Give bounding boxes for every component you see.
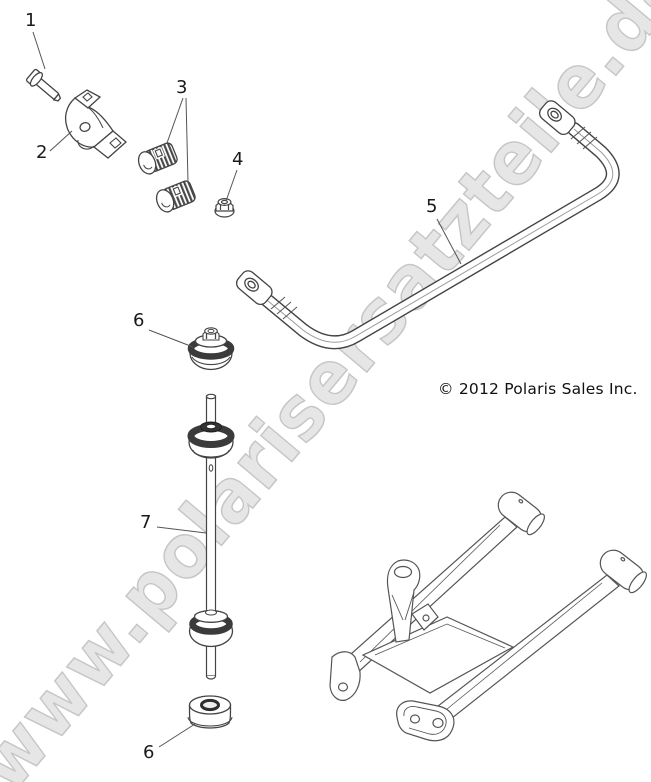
callout-6-lower: 6 <box>143 742 155 763</box>
callout-1: 1 <box>25 10 37 31</box>
copyright-text: © 2012 Polaris Sales Inc. <box>438 380 638 398</box>
flange-bolt-drawing <box>25 68 62 102</box>
stabilizer-bracket-drawing <box>64 89 127 159</box>
callout-4: 4 <box>232 149 244 170</box>
callout-5: 5 <box>426 196 438 217</box>
swing-arm-drawing <box>329 491 648 742</box>
link-bushing-upper-drawing <box>187 327 235 371</box>
callout-2: 2 <box>36 142 48 163</box>
rod-bushing-upper-drawing <box>187 421 235 459</box>
bushing-clamp-lower-drawing <box>155 180 196 213</box>
callout-7: 7 <box>140 512 152 533</box>
callout-6-upper: 6 <box>133 310 145 331</box>
flange-nut-drawing <box>214 198 235 218</box>
rod-bushing-lower-drawing <box>188 609 234 648</box>
bushing-clamp-upper-drawing <box>137 142 178 175</box>
callout-3: 3 <box>176 77 188 98</box>
link-rod-drawing <box>205 393 217 680</box>
link-bushing-lower-drawing <box>187 695 233 729</box>
stabilizer-bar-drawing <box>235 100 620 350</box>
leader-lines <box>32 31 462 748</box>
